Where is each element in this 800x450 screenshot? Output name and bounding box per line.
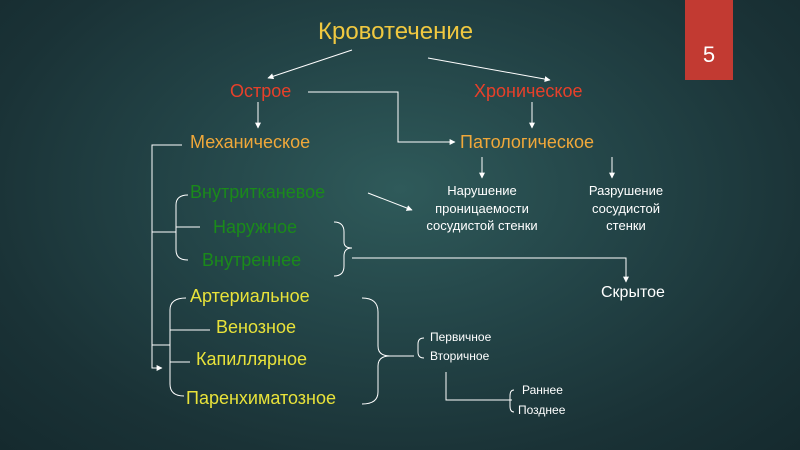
diagram-title: Кровотечение: [318, 18, 474, 45]
node-primary: Первичное: [430, 330, 492, 344]
node-capillary: Капиллярное: [196, 349, 308, 369]
node-chronic: Хроническое: [474, 81, 583, 101]
slide-number: 5: [702, 42, 716, 67]
node-internal: Внутреннее: [202, 250, 302, 270]
node-permeability: Нарушение проницаемости сосудистой стенк…: [426, 183, 538, 234]
node-venous: Венозное: [216, 317, 296, 337]
node-interstitial: Внутритканевое: [190, 182, 326, 202]
node-arterial: Артериальное: [190, 286, 310, 306]
node-hidden: Скрытое: [601, 284, 665, 301]
node-mechanical: Механическое: [190, 132, 311, 152]
node-secondary: Вторичное: [430, 349, 490, 363]
node-acute: Острое: [230, 81, 292, 101]
node-external: Наружное: [213, 217, 298, 237]
node-late: Позднее: [518, 403, 566, 417]
node-parenchymal: Паренхиматозное: [186, 388, 337, 408]
node-destruction: Разрушение сосудистой стенки: [588, 183, 664, 234]
node-early: Раннее: [522, 383, 563, 397]
slide-number-badge: [685, 0, 733, 80]
node-pathological: Патологическое: [460, 132, 595, 152]
